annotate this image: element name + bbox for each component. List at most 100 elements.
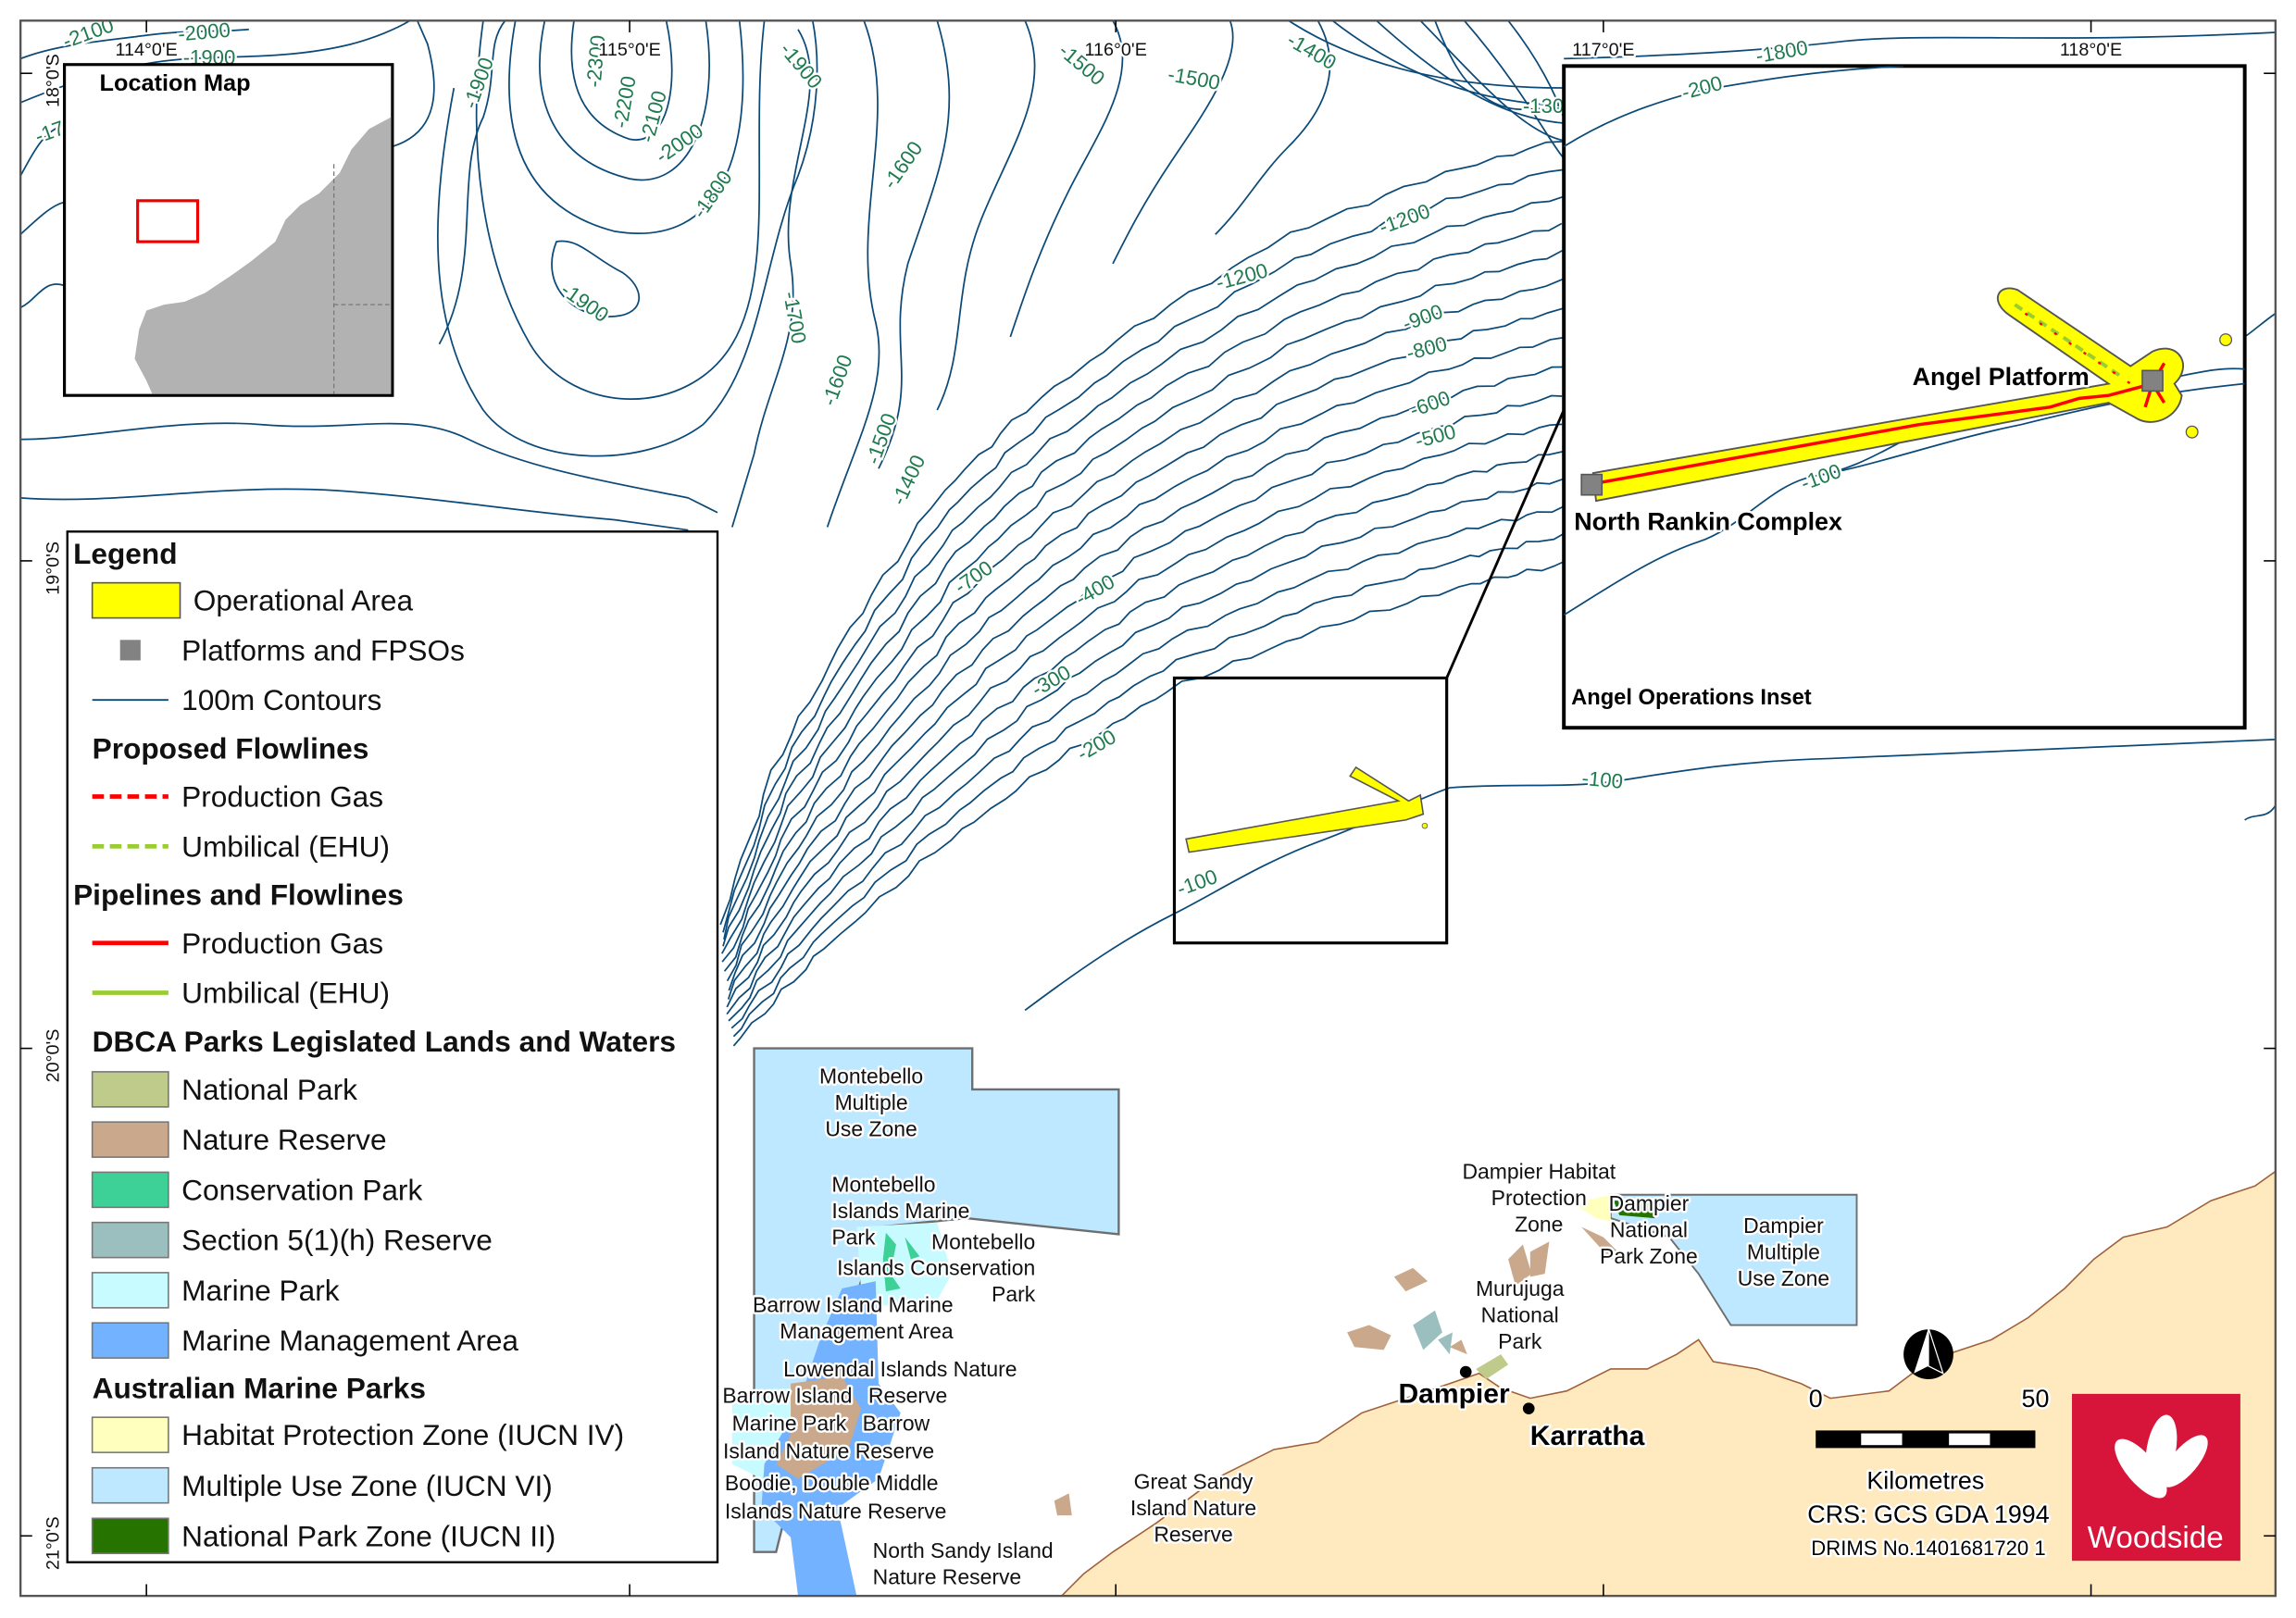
legend-swatch bbox=[91, 1517, 169, 1555]
label-barrow-marine-park: Barrow Island bbox=[722, 1383, 852, 1407]
proposed-production-gas bbox=[2024, 312, 2131, 385]
label-barrow-mma: Barrow Island Marine bbox=[753, 1292, 954, 1316]
place-labels: Montebello Multiple Use Zone Montebello … bbox=[720, 1062, 1831, 1591]
contour-line bbox=[730, 29, 812, 528]
map-frame bbox=[19, 19, 2277, 1598]
woodside-logo: Woodside bbox=[2072, 1393, 2240, 1562]
inset-connector bbox=[1445, 409, 1566, 679]
label-lowendal: Lowendal Islands Nature bbox=[783, 1357, 1017, 1381]
label-montebello-marine-park: Islands Marine bbox=[831, 1199, 969, 1223]
label-karratha-town: Karratha bbox=[1530, 1421, 1645, 1451]
legend: Legend Operational Area Platforms and FP… bbox=[66, 530, 719, 1563]
label-montebello-conservation-park: Park bbox=[992, 1282, 1036, 1306]
contour-line bbox=[551, 240, 641, 317]
legend-platforms: Platforms and FPSOs bbox=[181, 633, 465, 666]
contour-line bbox=[936, 20, 1036, 411]
inset-extent-box bbox=[1172, 676, 1449, 945]
dampier-habitat-protection-zone bbox=[1574, 1194, 1611, 1222]
contour-line bbox=[721, 278, 1565, 963]
legend-item-label: National Park Zone (IUCN II) bbox=[181, 1519, 555, 1552]
latitude-label: 20°0'S bbox=[43, 1029, 63, 1083]
contour-line bbox=[1564, 31, 2276, 60]
label-barrow-nature-reserve: Island Nature Reserve bbox=[723, 1438, 934, 1462]
contour-line bbox=[722, 168, 1566, 933]
australia-landmass bbox=[134, 117, 392, 394]
contour-line bbox=[2244, 804, 2276, 821]
scale-bar: 0 50 Kilometres bbox=[1806, 1383, 2051, 1497]
legend-swatch bbox=[91, 1466, 169, 1504]
label-boodie: Boodie, Double Middle bbox=[725, 1471, 939, 1495]
label-dampier-npz: Park Zone bbox=[1600, 1244, 1698, 1268]
contour-line bbox=[723, 306, 1566, 972]
contour-line bbox=[20, 123, 65, 177]
label-barrow-marine-park: Marine Park bbox=[732, 1411, 847, 1435]
contour-line bbox=[722, 222, 1563, 947]
shelf-contours bbox=[719, 20, 1572, 1047]
contour-line bbox=[475, 20, 766, 401]
contour-line bbox=[20, 201, 65, 235]
legend-item-label: Nature Reserve bbox=[181, 1123, 386, 1156]
longitude-label: 116°0'E bbox=[1085, 40, 1147, 60]
contour-line bbox=[719, 140, 1566, 926]
label-dampier-muz: Dampier bbox=[1743, 1214, 1824, 1238]
legend-item-label: Marine Park bbox=[181, 1274, 340, 1307]
contour-line bbox=[727, 394, 1563, 1000]
legend-proposed-umbilical: Umbilical (EHU) bbox=[181, 829, 390, 863]
scale-units: Kilometres bbox=[1866, 1467, 1984, 1495]
legend-item-label: National Park bbox=[181, 1073, 357, 1106]
contour-line bbox=[539, 20, 710, 181]
label-barrow-mma: Management Area bbox=[780, 1319, 954, 1343]
latitude-label: 19°0'S bbox=[43, 541, 63, 595]
label-montebello-muz: Use Zone bbox=[825, 1116, 917, 1140]
contour-line bbox=[878, 20, 951, 469]
label-great-sandy: Island Nature bbox=[1130, 1496, 1256, 1520]
legend-proposed-gas: Production Gas bbox=[181, 780, 383, 814]
dampier-national-park-zone bbox=[1613, 1201, 1658, 1219]
contour-line bbox=[1463, 20, 1565, 159]
legend-title: Legend bbox=[73, 537, 177, 570]
dampier-multiple-use-zone bbox=[1609, 1193, 1858, 1326]
label-north-sandy: North Sandy Island bbox=[873, 1538, 1054, 1562]
marine-park bbox=[856, 1222, 953, 1306]
label-north-sandy: Nature Reserve bbox=[873, 1564, 1022, 1588]
contour-line bbox=[826, 20, 880, 528]
murujuga-national-park bbox=[1476, 1354, 1509, 1380]
contour-line bbox=[723, 195, 1564, 940]
legend-item-label: Conservation Park bbox=[181, 1173, 422, 1206]
deep-contours bbox=[20, 20, 2276, 821]
dampier-town-marker bbox=[1459, 1365, 1472, 1378]
inset-title: Angel Operations Inset bbox=[1571, 686, 1812, 710]
north-arrow-icon bbox=[1903, 1327, 1953, 1380]
longitude-label: 115°0'E bbox=[598, 40, 660, 60]
legend-swatch bbox=[91, 1071, 169, 1108]
contour-line bbox=[1434, 20, 1565, 111]
contour-line bbox=[20, 283, 65, 309]
contour-line bbox=[726, 450, 1565, 1015]
label-great-sandy: Great Sandy bbox=[1134, 1470, 1254, 1494]
legend-item-label: Habitat Protection Zone (IUCN IV) bbox=[181, 1418, 624, 1451]
location-map-title: Location Map bbox=[100, 70, 251, 96]
crs-label: CRS: GCS GDA 1994 bbox=[1807, 1500, 2049, 1528]
legend-contours: 100m Contours bbox=[181, 683, 381, 716]
legend-operational-area: Operational Area bbox=[193, 584, 414, 617]
contour-line bbox=[570, 20, 673, 141]
latitude-label: 18°0'S bbox=[43, 54, 63, 107]
contour-line-100m bbox=[1024, 739, 2276, 1012]
legend-item-label: Section 5(1)(h) Reserve bbox=[181, 1224, 493, 1257]
section-5-reserve bbox=[1413, 1310, 1453, 1355]
label-montebello-muz: Multiple bbox=[835, 1090, 908, 1114]
label-dampier-npz: National bbox=[1610, 1218, 1688, 1242]
label-montebello-conservation-park: Islands Conservation bbox=[837, 1256, 1035, 1280]
contour-line bbox=[728, 477, 1566, 1022]
nature-reserve bbox=[776, 1375, 861, 1479]
contour-line bbox=[730, 504, 1566, 1029]
operational-area bbox=[1591, 287, 2184, 503]
contour-line bbox=[438, 20, 506, 345]
label-dampier-hpz: Protection bbox=[1491, 1186, 1587, 1210]
label-dampier-muz: Multiple bbox=[1747, 1239, 1820, 1263]
contour-line bbox=[1112, 20, 1234, 265]
legend-swatch bbox=[91, 1322, 169, 1359]
legend-proposed-heading: Proposed Flowlines bbox=[93, 731, 369, 765]
